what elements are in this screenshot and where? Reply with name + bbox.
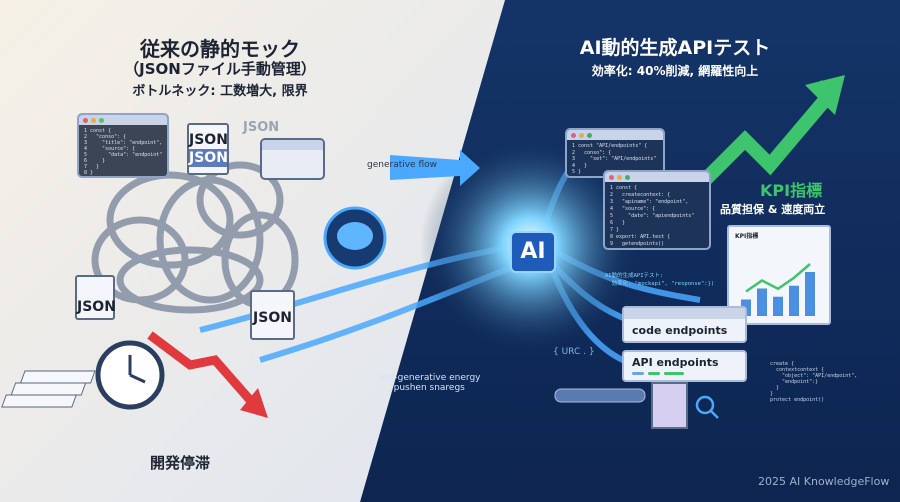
left-subtitle: （JSONファイル手動管理）: [124, 60, 316, 78]
left-title: 従来の静的モック: [140, 37, 300, 61]
right-subtitle: 効率化: 40%削減, 網羅性向上: [591, 64, 759, 78]
generative-flow-label: generative flow: [367, 160, 437, 170]
kpi-trend-line: [745, 263, 811, 293]
legacy-code-window: 1 const { 2 "conso": { 3 "title": "endpo…: [77, 113, 169, 178]
growth-arrow: [695, 95, 831, 190]
urc-label: { URC . }: [553, 347, 595, 357]
clock-icon: [95, 340, 165, 410]
kpi-card-title: KPI指標: [735, 233, 759, 240]
side-code: create { contextcontext { "object": "API…: [770, 361, 858, 403]
stagnation-label: 開発停滞: [149, 454, 210, 472]
legacy-code-bubble: [260, 138, 325, 180]
json-label: JSON: [243, 120, 280, 135]
kpi-bar: [805, 272, 815, 316]
kpi-subtitle: 品質担保 & 速度両立: [720, 203, 826, 216]
kpi-title: KPI指標: [760, 181, 823, 200]
document-icon: [651, 382, 688, 429]
arrow-right-icon: [390, 150, 480, 186]
code-window: 1 const { 2 createcontext: { 3 "apiname"…: [603, 170, 711, 250]
kpi-bar: [773, 296, 783, 316]
code-endpoints-label: code endpoints: [632, 324, 728, 337]
kpi-bar: [789, 285, 799, 316]
progress-pill: [554, 388, 646, 403]
footer-credit: 2025 AI KnowledgeFlow: [758, 475, 890, 488]
api-endpoints-card: API endpoints: [622, 350, 747, 382]
json-file-icon: JSON: [250, 290, 295, 340]
right-title: AI動的生成APIテスト: [579, 37, 771, 59]
paper-stack-icon: [1, 370, 96, 408]
kpi-bar: [757, 288, 767, 316]
brain-icon: [337, 222, 373, 250]
ai-note: AI動的生成APIテスト: 効率化: "mockapi", "response"…: [605, 273, 715, 287]
search-icon: [695, 395, 715, 415]
code-window: 1 const "API/endpoints" { 2 conso": { 3 …: [565, 128, 665, 178]
decline-arrow: [147, 331, 254, 403]
code-endpoints-card: code endpoints: [622, 306, 747, 343]
bottleneck-text: ボトルネック: 工数増大, 限界: [132, 84, 308, 99]
ai-badge: AI: [510, 231, 556, 273]
energy-caption: Self-generative energy pushen snaregs: [378, 373, 481, 393]
api-endpoints-label: API endpoints: [632, 356, 719, 369]
json-file-icon: JSON: [75, 275, 116, 320]
